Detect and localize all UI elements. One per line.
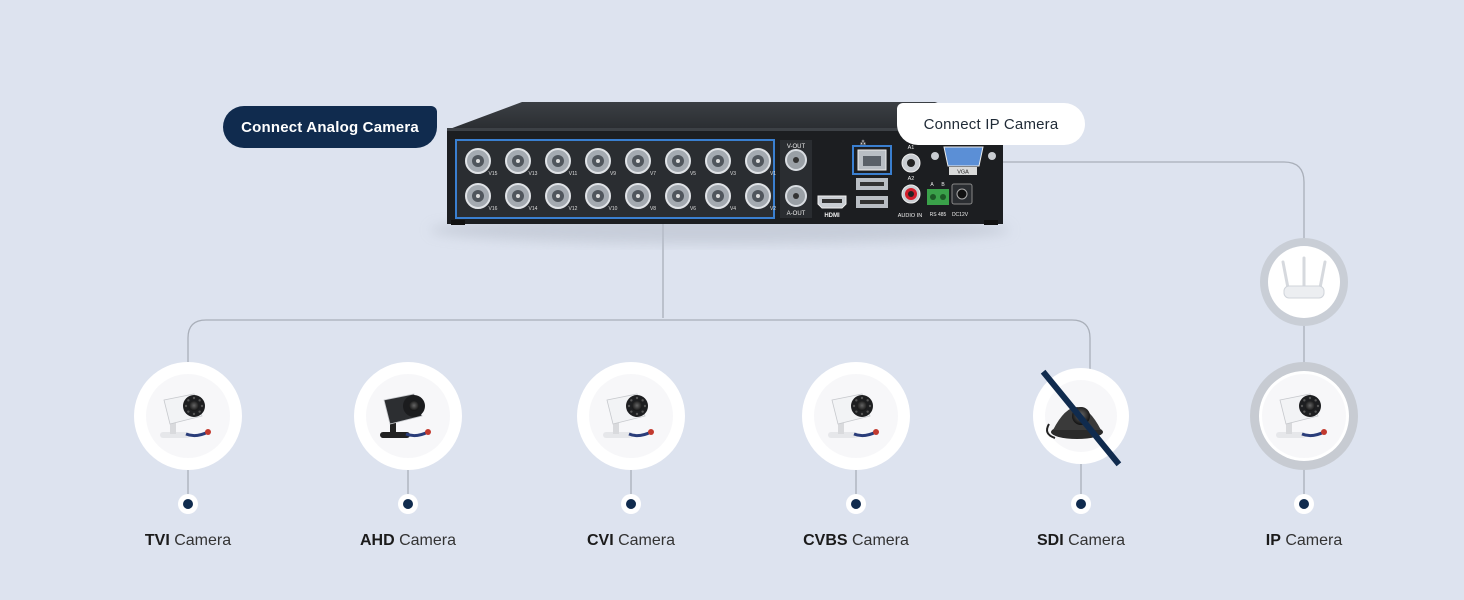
bnc-port-v12: V12 (545, 183, 578, 212)
bnc-port-label: V9 (610, 171, 616, 177)
bnc-port-v13: V13 (505, 148, 538, 177)
bnc-port-v10: V10 (585, 183, 618, 212)
bnc-port-label: V12 (569, 206, 578, 212)
router-node (1260, 238, 1348, 326)
vga-rs485-power: VGA VGA A B RS 485 DC12V (927, 146, 996, 218)
bnc-port-label: V13 (529, 171, 538, 177)
bnc-port-v1: V1 (745, 148, 776, 177)
bnc-port-label: V14 (529, 206, 538, 212)
rs485-label: RS 485 (930, 212, 947, 218)
camera-type: TVI (144, 532, 170, 549)
bnc-port-label: V10 (609, 206, 618, 212)
a-out-label: A-OUT (787, 211, 806, 217)
camera-label-sdi: SDI Camera (991, 532, 1171, 550)
bnc-port-label: V7 (650, 171, 656, 177)
camera-label-ahd: AHD Camera (318, 532, 498, 550)
bullet-camera-icon (160, 393, 211, 438)
bnc-port-label: V1 (770, 171, 776, 177)
camera-label-tvi: TVI Camera (98, 532, 278, 550)
svg-text:VGA: VGA (957, 170, 969, 176)
bnc-port-v8: V8 (625, 183, 656, 212)
bnc-port-label: V3 (730, 171, 736, 177)
camera-nodes (134, 362, 1358, 514)
camera-node-tvi (134, 362, 242, 514)
stem-lines (187, 462, 1305, 498)
ip-line (995, 161, 1305, 244)
camera-node-sdi (1033, 368, 1129, 514)
bnc-port-v2: V2 (745, 183, 776, 212)
camera-label-cvbs: CVBS Camera (766, 532, 946, 550)
bnc-port-label: V5 (690, 171, 696, 177)
hdmi-label: HDMI (824, 213, 840, 219)
bnc-port-label: V15 (489, 171, 498, 177)
vga-port-icon (943, 146, 984, 167)
camera-label-ip: IP Camera (1214, 532, 1394, 550)
analog-branch-line (187, 319, 1091, 372)
bnc-port-v7: V7 (625, 148, 656, 177)
bnc-port-v3: V3 (705, 148, 736, 177)
v-out-label: V-OUT (787, 144, 806, 150)
bnc-port-v9: V9 (585, 148, 616, 177)
bnc-port-v4: V4 (705, 183, 736, 212)
camera-suffix: Camera (394, 532, 457, 549)
camera-suffix: Camera (1063, 532, 1126, 549)
router-icon (1281, 256, 1327, 299)
camera-suffix: Camera (1280, 532, 1343, 549)
a1-label: A1 (908, 145, 915, 151)
connect-analog-camera-callout: Connect Analog Camera (223, 106, 437, 148)
bnc-port-v6: V6 (665, 183, 696, 212)
bnc-port-label: V2 (770, 206, 776, 212)
bnc-port-v16: V16 (465, 183, 498, 212)
camera-node-cvbs (802, 362, 910, 514)
svg-text:⁂: ⁂ (860, 140, 866, 147)
camera-type: CVI (586, 532, 614, 549)
bnc-port-label: V8 (650, 206, 656, 212)
camera-suffix: Camera (613, 532, 676, 549)
audio-in-ports: A1 A2 AUDIO IN (898, 145, 922, 219)
rs485-terminal (927, 189, 949, 205)
dc12v-label: DC12V (952, 212, 969, 218)
camera-node-ip (1250, 362, 1358, 514)
not-supported-strike-icon (1040, 369, 1122, 467)
hdmi-port: HDMI (817, 195, 847, 219)
connect-ip-camera-callout: Connect IP Camera (897, 103, 1085, 145)
bnc-port-label: V11 (569, 171, 578, 177)
video-audio-out: V-OUT A-OUT (780, 140, 812, 218)
bullet-camera-icon (828, 393, 879, 438)
camera-type: AHD (359, 532, 395, 549)
bnc-port-label: V16 (489, 206, 498, 212)
connection-lines (187, 161, 1305, 498)
camera-node-ahd (354, 362, 462, 514)
a2-label: A2 (908, 176, 915, 182)
camera-suffix: Camera (169, 532, 232, 549)
camera-type: CVBS (803, 532, 848, 549)
camera-label-cvi: CVI Camera (541, 532, 721, 550)
bullet-camera-icon (1276, 393, 1327, 438)
svg-text:A: A (930, 182, 934, 188)
bnc-port-v15: V15 (465, 148, 498, 177)
svg-text:B: B (941, 182, 945, 188)
bullet-camera-icon (380, 393, 431, 438)
camera-type: IP (1265, 532, 1281, 549)
bnc-port-v14: V14 (505, 183, 538, 212)
camera-suffix: Camera (847, 532, 909, 549)
bnc-port-v11: V11 (545, 148, 578, 177)
lan-usb-ports: ⁂ (852, 140, 892, 208)
bullet-camera-icon (603, 393, 654, 438)
camera-node-cvi (577, 362, 685, 514)
bnc-port-label: V6 (690, 206, 696, 212)
bnc-port-label: V4 (730, 206, 736, 212)
audio-in-label: AUDIO IN (898, 213, 922, 219)
camera-type: SDI (1036, 532, 1064, 549)
dvr-top (447, 102, 1003, 130)
bnc-port-v5: V5 (665, 148, 696, 177)
